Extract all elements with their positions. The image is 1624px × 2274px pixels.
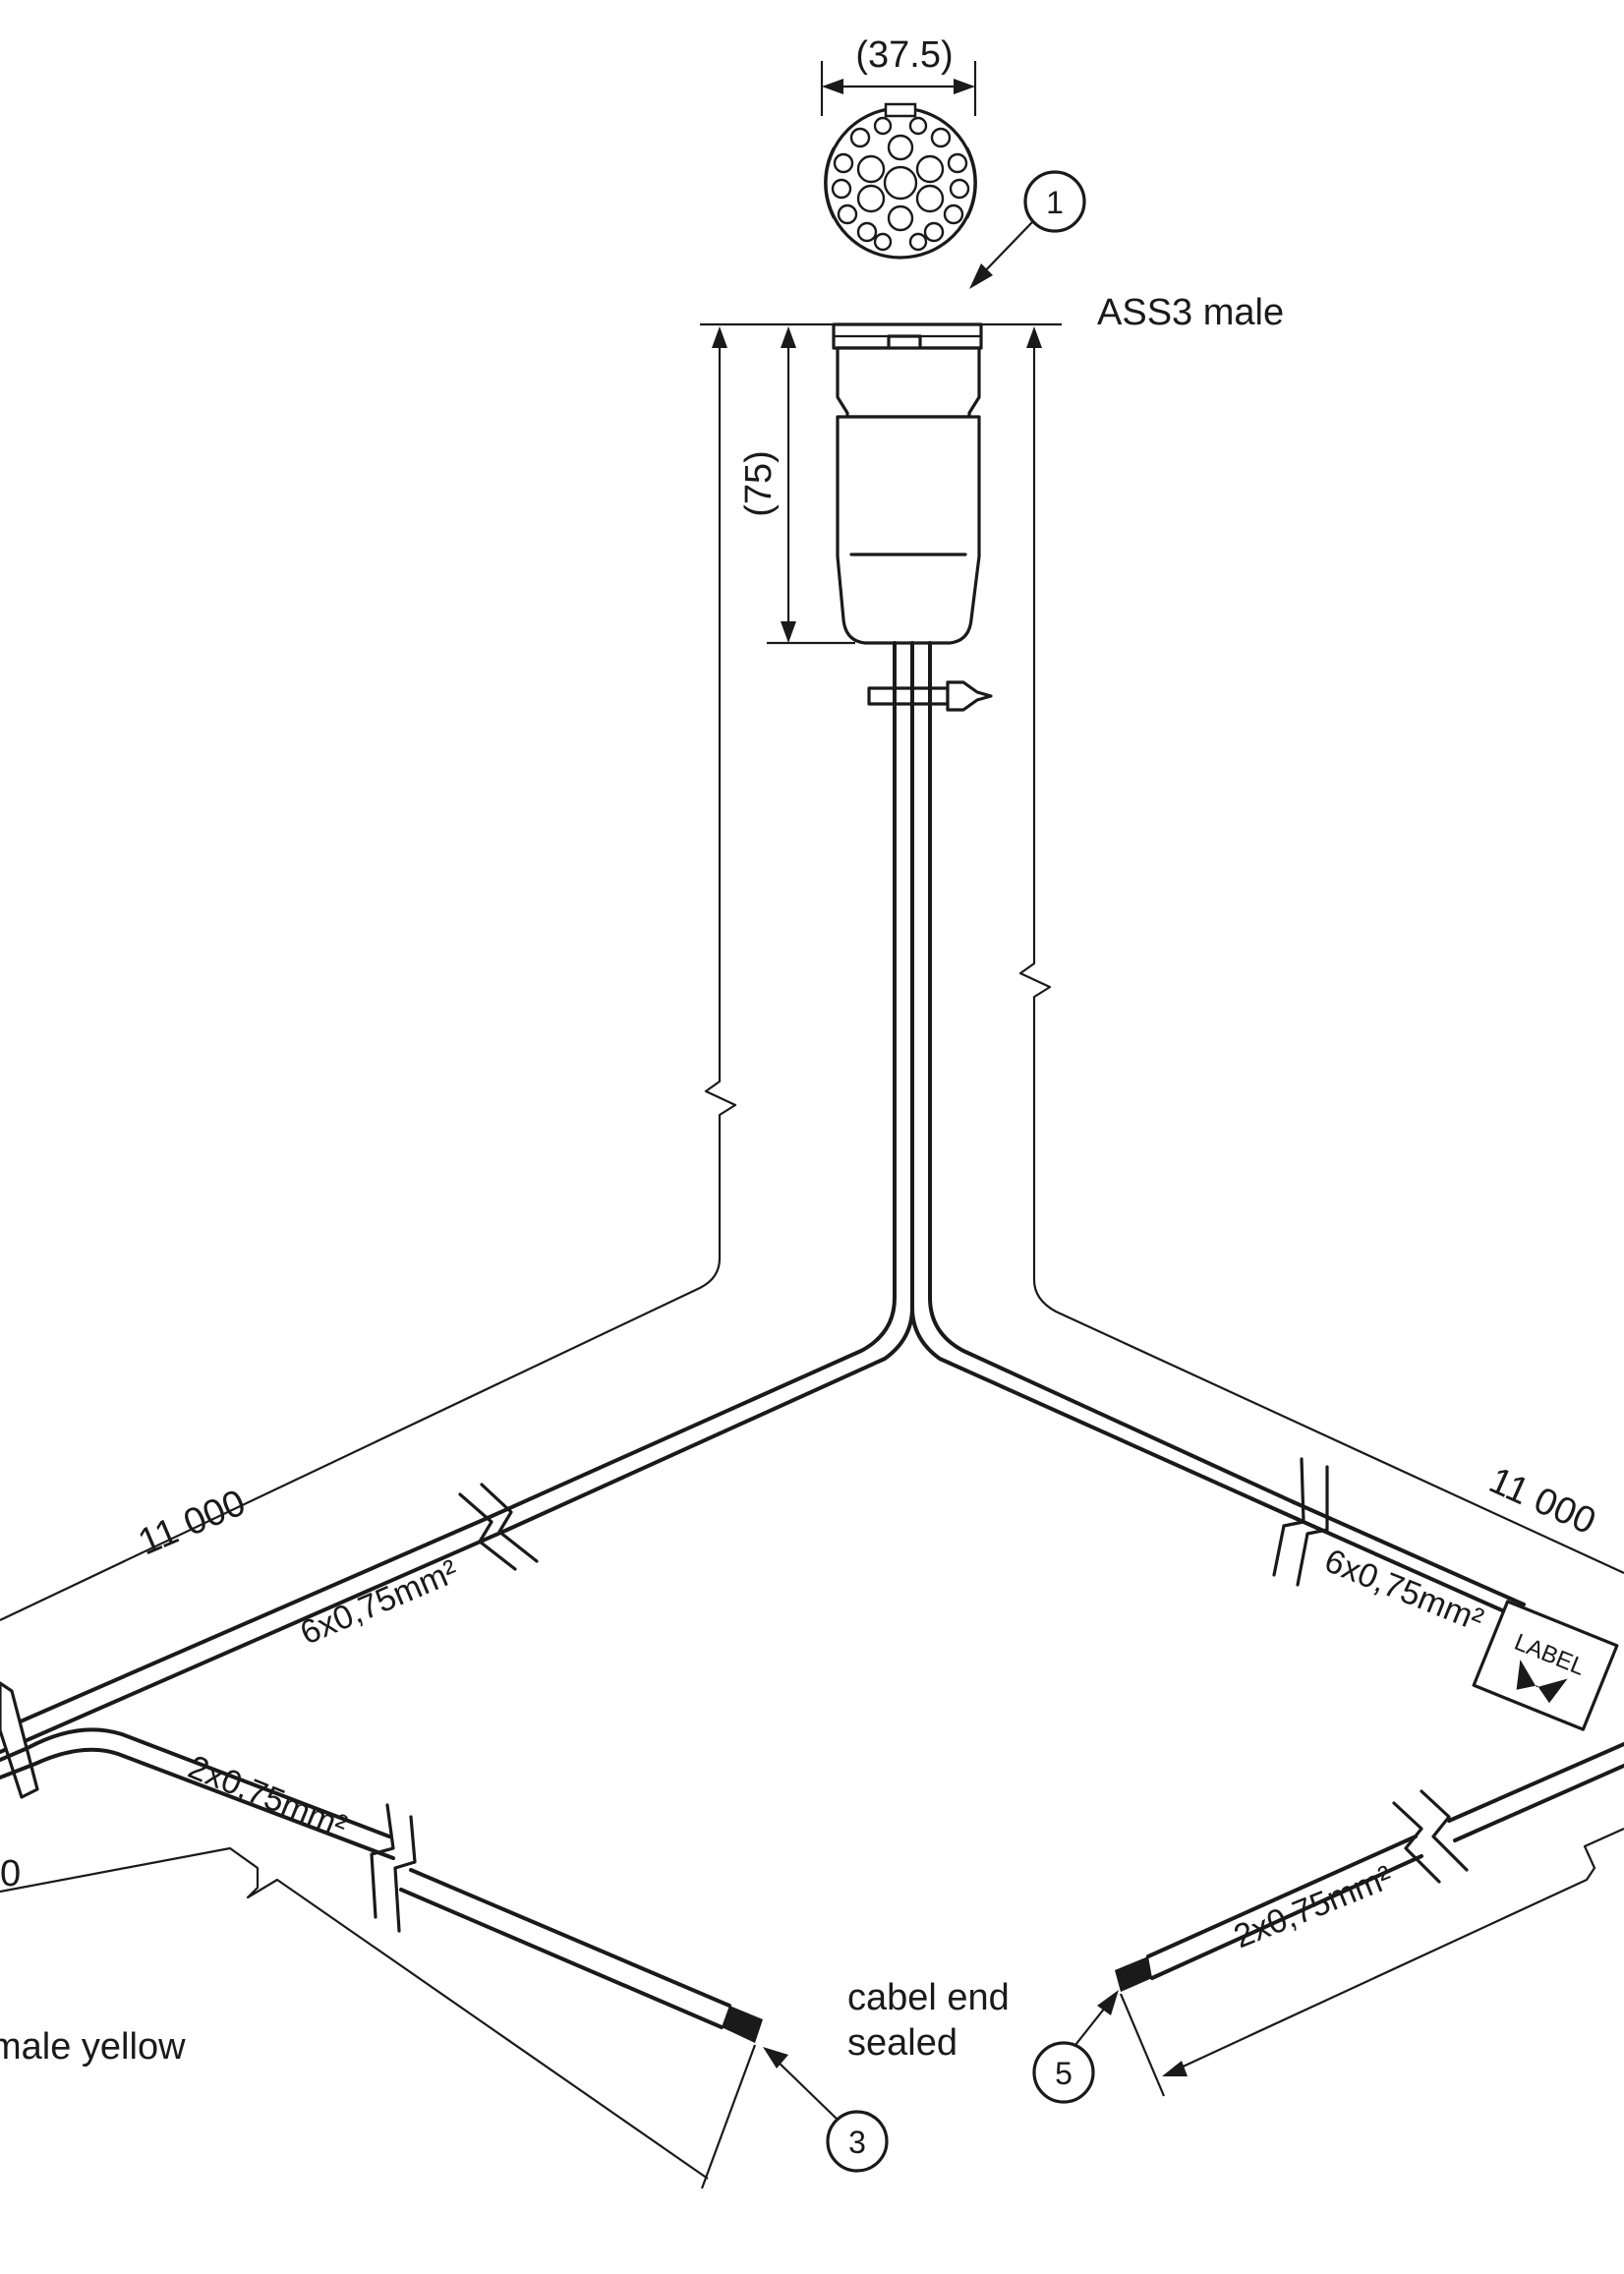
label-ass3-male: ASS3 male xyxy=(1097,292,1284,333)
dim-left-lower: 0 xyxy=(0,1846,757,2189)
label-cable-end-sealed: sealed xyxy=(847,2022,957,2064)
svg-text:3: 3 xyxy=(848,2125,866,2160)
dim-left-11000: 11 000 xyxy=(0,326,737,1621)
balloon-5: 5 xyxy=(1032,2041,1095,2104)
dim-connector-length: (75) xyxy=(738,450,780,517)
svg-text:5: 5 xyxy=(1055,2056,1073,2091)
svg-text:1: 1 xyxy=(1046,185,1064,220)
connector-side-view xyxy=(700,322,1062,712)
balloon-1: 1 xyxy=(1023,170,1086,233)
cable-right-upper: 6x0,75mm² xyxy=(1272,1457,1526,1639)
dim-right-lower xyxy=(1119,1827,1624,2097)
label-cable-end: cabel end xyxy=(847,1977,1010,2018)
cable-left-lower: 2x0,75mm² xyxy=(0,1727,763,2043)
cable-left-upper: 6x0,75mm² xyxy=(0,1483,539,1754)
label-tag: LABEL xyxy=(1472,1600,1619,1731)
trunk-cable xyxy=(486,641,1305,1532)
connector-face-view: (37.5) xyxy=(820,34,977,260)
dim-right-11000: 11 000 xyxy=(1018,326,1624,1574)
connector-pins xyxy=(831,116,970,252)
label-cable-right-upper: 6x0,75mm² xyxy=(1319,1542,1488,1639)
label-cable-left-upper: 6x0,75mm² xyxy=(295,1552,463,1652)
balloon-3: 3 xyxy=(826,2110,889,2173)
dim-left-length: 11 000 xyxy=(133,1482,252,1563)
cable-right-lower: 2x0,75mm² xyxy=(1115,1742,1624,1992)
label-male-yellow: male yellow xyxy=(0,2026,186,2068)
dim-connector-diameter: (37.5) xyxy=(855,34,953,76)
dim-right-length: 11 000 xyxy=(1483,1460,1602,1543)
dim-left-lower-length: 0 xyxy=(0,1853,21,1895)
label-cable-left-lower: 2x0,75mm² xyxy=(183,1748,352,1845)
